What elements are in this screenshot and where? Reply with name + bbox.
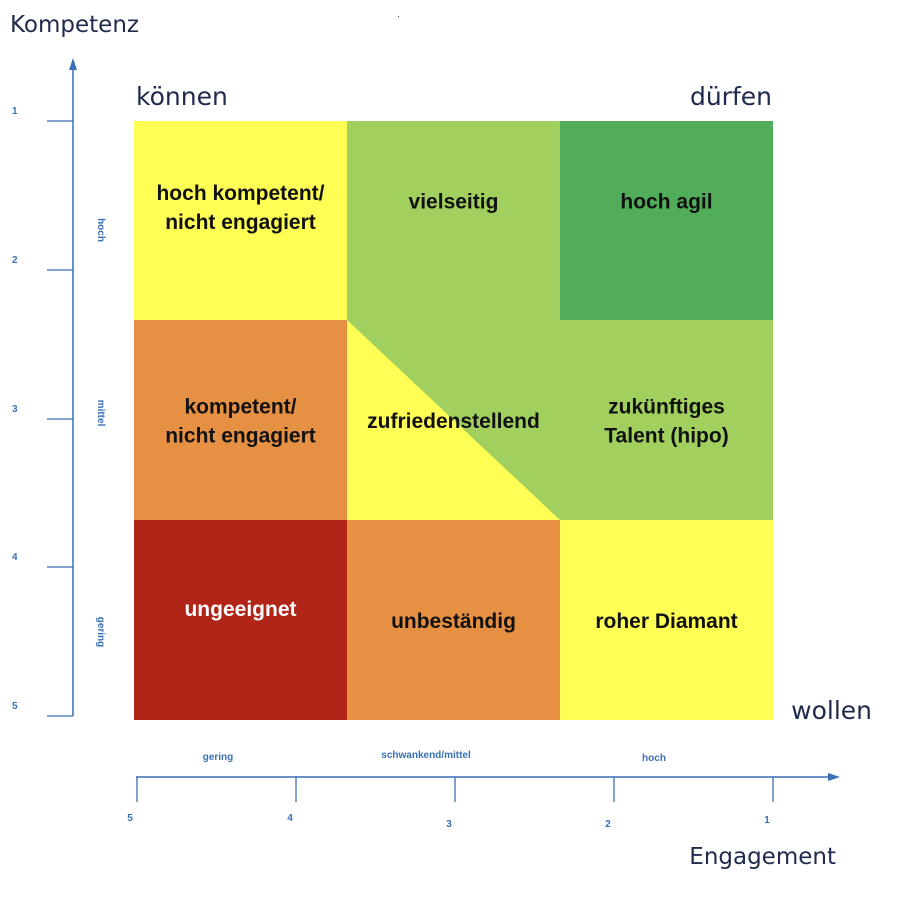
cell-label-1-2-line-1: vielseitig: [409, 191, 499, 214]
x-band-label-2: schwankend/mittel: [381, 750, 471, 761]
title-koennen: können: [136, 82, 228, 111]
x-tick-label-4: 2: [605, 819, 611, 830]
y-tick-label-3: 3: [12, 404, 18, 415]
cell-background-3-1: [134, 520, 347, 720]
y-band-label-mittel: mittel: [95, 400, 106, 427]
x-tick-label-3: 3: [446, 819, 452, 830]
cell-label-1-1-line-1: hoch kompetent/: [156, 182, 324, 205]
cell-background-3-3: [560, 520, 773, 720]
cell-label-1-3-line-1: hoch agil: [620, 191, 712, 214]
stray-dot: [398, 16, 399, 17]
y-tick-label-1: 1: [12, 106, 18, 117]
cell-label-3-1-line-1: ungeeignet: [184, 598, 296, 621]
cell-label-2-3-line-1: zukünftiges: [608, 396, 725, 419]
x-tick-label-5: 1: [764, 815, 770, 826]
x-tick-label-2: 4: [287, 813, 293, 824]
x-tick-label-1: 5: [127, 813, 133, 824]
cell-background-3-2: [347, 520, 560, 720]
cell-background-1-1: [134, 121, 347, 320]
y-tick-label-4: 4: [12, 552, 18, 563]
cell-label-1-1-line-2: nicht engagiert: [165, 211, 316, 234]
cell-label-2-1-line-2: nicht engagiert: [165, 425, 316, 448]
y-tick-label-5: 5: [12, 701, 18, 712]
title-wollen: wollen: [791, 696, 872, 725]
y-axis-title: Kompetenz: [10, 12, 139, 38]
x-axis-title: Engagement: [689, 844, 836, 870]
title-duerfen: dürfen: [690, 82, 772, 111]
center-green-wedge: [347, 320, 560, 520]
y-tick-label-2: 2: [12, 255, 18, 266]
cell-background-1-3: [560, 121, 773, 320]
cell-label-2-2-line-1: zufriedenstellend: [367, 410, 540, 433]
x-axis-arrow: [828, 773, 840, 781]
y-axis-arrow: [69, 58, 77, 70]
x-band-label-3: hoch: [642, 753, 666, 764]
cell-label-3-3-line-1: roher Diamant: [595, 610, 737, 633]
cell-label-2-3-line-2: Talent (hipo): [604, 425, 728, 448]
cell-label-2-1-line-1: kompetent/: [184, 396, 296, 419]
cell-background-2-1: [134, 320, 347, 520]
cell-label-3-2-line-1: unbeständig: [391, 610, 516, 633]
cell-background-2-3: [560, 320, 773, 520]
x-band-label-1: gering: [203, 752, 234, 763]
y-band-label-hoch: hoch: [95, 218, 106, 242]
y-band-label-gering: gering: [95, 617, 106, 648]
cell-background-1-2: [347, 121, 560, 320]
